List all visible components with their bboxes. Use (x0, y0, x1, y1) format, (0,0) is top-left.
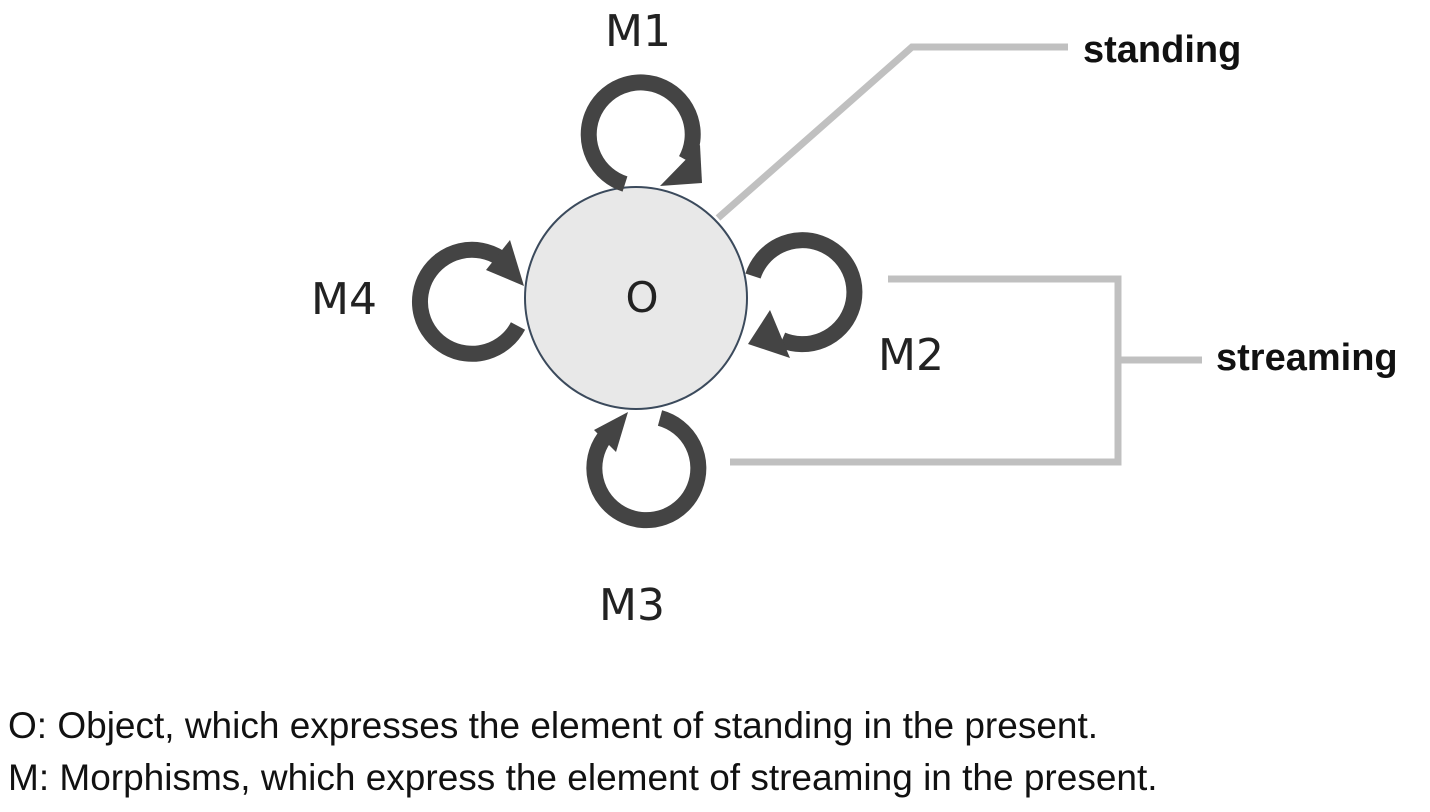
morphism-m1-loop-arrow (580, 74, 702, 192)
morphism-m3-label: M3 (599, 580, 665, 631)
morphism-m3-loop-arrow (586, 410, 707, 529)
object-node-label: O (625, 273, 658, 322)
legend-object-definition: O: Object, which expresses the element o… (8, 705, 1099, 746)
morphism-m1-label: M1 (605, 6, 671, 57)
standing-connector-line (715, 43, 1068, 221)
standing-callout-label: standing (1083, 29, 1241, 71)
legend: O: Object, which expresses the element o… (8, 700, 1158, 804)
legend-morphism-definition: M: Morphisms, which express the element … (8, 757, 1158, 798)
streaming-bracket-line (730, 275, 1122, 466)
morphism-m4-label: M4 (311, 274, 377, 325)
morphism-m4-loop-arrow (412, 240, 526, 362)
morphism-m2-loop-arrow (745, 232, 863, 358)
object-node (524, 186, 748, 410)
morphism-m2-label: M2 (878, 330, 944, 381)
streaming-callout-label: streaming (1216, 337, 1398, 379)
